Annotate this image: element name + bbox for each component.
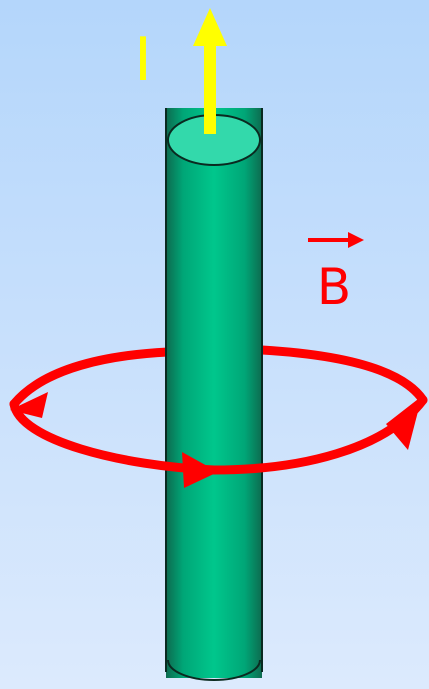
field-label: B [317, 258, 351, 316]
current-arrow-shaft [204, 42, 216, 134]
wire-body [166, 108, 262, 678]
current-label: I [134, 25, 152, 95]
wire-cylinder [166, 108, 262, 680]
